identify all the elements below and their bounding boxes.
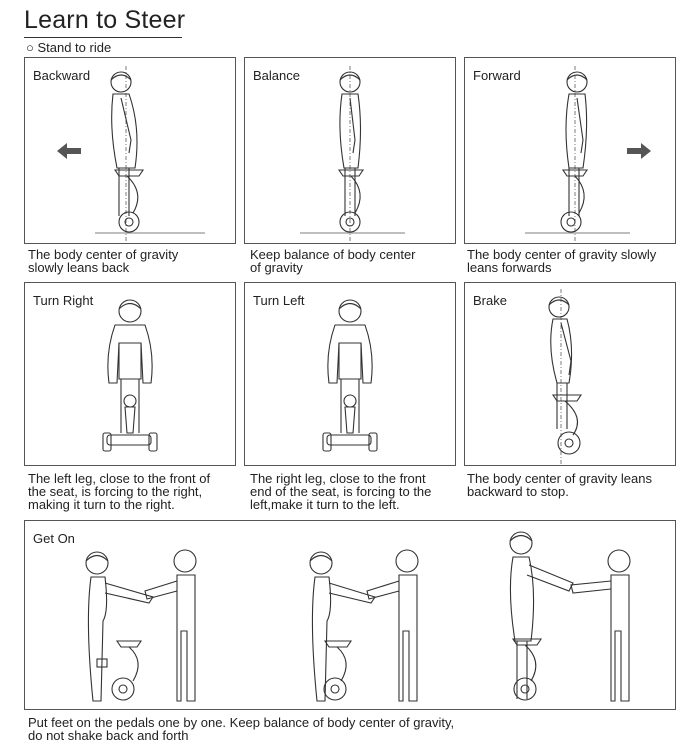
panel-label: Brake — [473, 293, 507, 308]
rider-balance-illustration — [300, 66, 405, 243]
panel-balance: Balance — [244, 57, 456, 244]
panel-label: Get On — [33, 531, 75, 546]
caption-get-on: Put feet on the pedals one by one. Keep … — [28, 715, 455, 743]
get-on-illustration — [85, 531, 631, 702]
rider-brake-illustration — [548, 289, 583, 465]
rider-turn-left-illustration — [322, 299, 378, 452]
rider-forward-illustration — [525, 66, 651, 243]
panel-label: Backward — [33, 68, 91, 83]
rider-backward-illustration — [57, 66, 205, 243]
panel-forward: Forward — [464, 57, 676, 244]
panel-turn-left: Turn Left — [244, 282, 456, 466]
page-subtitle: ○ Stand to ride — [26, 40, 112, 55]
get-on-step-2 — [309, 549, 419, 702]
panel-label: Forward — [473, 68, 521, 83]
title-underline — [24, 37, 182, 38]
panel-label: Turn Right — [33, 293, 94, 308]
rider-turn-right-illustration — [102, 299, 158, 452]
panel-get-on: Get On — [24, 520, 676, 710]
panel-turn-right: Turn Right — [24, 282, 236, 466]
get-on-step-3 — [509, 531, 631, 702]
panel-brake: Brake — [464, 282, 676, 466]
panel-label: Balance — [253, 68, 300, 83]
arrow-left-icon — [57, 143, 81, 159]
page-title: Learn to Steer — [24, 6, 186, 34]
get-on-step-1 — [85, 549, 197, 702]
panel-label: Turn Left — [253, 293, 305, 308]
arrow-right-icon — [627, 143, 651, 159]
panel-backward: Backward — [24, 57, 236, 244]
